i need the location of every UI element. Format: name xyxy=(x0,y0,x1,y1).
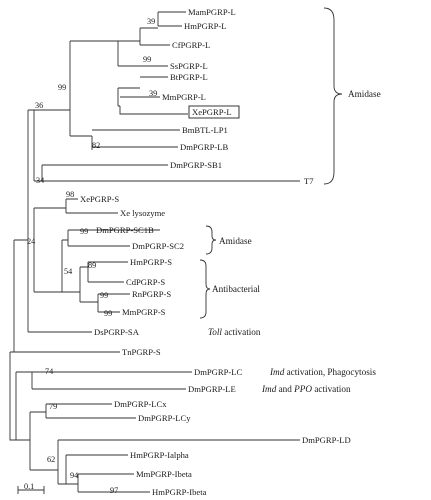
branch-sc xyxy=(67,229,160,247)
branch-upper-clade xyxy=(27,109,80,333)
branch-t7 xyxy=(41,165,300,182)
branch-89 xyxy=(79,266,98,303)
annotations: Amidase Amidase Antibacterial Toll activ… xyxy=(199,7,381,394)
leaf-dm-pgrp-le: DmPGRP-LE xyxy=(188,384,236,394)
leaf-t7: T7 xyxy=(304,176,314,186)
bootstrap-36: 36 xyxy=(35,101,43,110)
bootstrap-99-rn: 99 xyxy=(100,291,108,300)
amidase-top-brace xyxy=(323,7,343,185)
leaf-hm-pgrp-ialpha: HmPGRP-Ialpha xyxy=(130,450,189,460)
leaf-ds-pgrp-sa: DsPGRP-SA xyxy=(94,327,140,337)
toll-text: Toll xyxy=(208,327,222,337)
xe-pgrp-l-highlight-box xyxy=(188,105,240,119)
bootstrap-98: 98 xyxy=(66,190,74,199)
leaf-bm-btl-lp1: BmBTL-LP1 xyxy=(182,125,228,135)
branch-79 xyxy=(29,411,46,470)
amidase-top-label: Amidase xyxy=(348,89,381,99)
bootstrap-54: 54 xyxy=(64,267,72,276)
scale-bar-label: 0.1 xyxy=(24,482,34,491)
leaf-xe-pgrp-l: XePGRP-L xyxy=(192,107,232,117)
branch-lower-clade xyxy=(9,352,16,441)
branch-99-rn-mm xyxy=(97,293,130,313)
branch-lcx-lcy xyxy=(45,403,136,419)
bootstrap-values: 39 99 39 99 36 82 34 98 99 24 89 54 99 9… xyxy=(27,17,157,495)
imd-phagocytosis-label: Imd activation, Phagocytosis xyxy=(269,367,376,377)
branch-39-mam xyxy=(157,11,186,27)
leaf-dm-pgrp-sb1: DmPGRP-SB1 xyxy=(170,160,222,170)
toll-activation-label: Toll activation xyxy=(208,327,261,337)
bootstrap-94: 94 xyxy=(70,471,78,480)
branch-hm-cd xyxy=(87,261,128,283)
antibacterial-brace xyxy=(199,259,211,319)
leaf-rn-pgrp-s: RnPGRP-S xyxy=(132,289,171,299)
bootstrap-99-ss: 99 xyxy=(143,55,151,64)
leaf-cf-pgrp-l: CfPGRP-L xyxy=(172,40,210,50)
branch-54 xyxy=(61,239,80,293)
branch-62 xyxy=(30,439,300,485)
branch-97 xyxy=(77,473,150,493)
bootstrap-74: 74 xyxy=(45,367,53,376)
imd-text: Imd xyxy=(269,367,285,377)
branch-82 xyxy=(91,129,180,150)
scale-bar: 0.1 xyxy=(17,482,45,494)
leaf-dm-pgrp-sc2: DmPGRP-SC2 xyxy=(132,241,184,251)
branch-99-amidase-top xyxy=(69,40,118,137)
bootstrap-97: 97 xyxy=(110,486,118,495)
leaf-dm-pgrp-ld: DmPGRP-LD xyxy=(302,435,351,445)
leaf-hm-pgrp-l: HmPGRP-L xyxy=(184,21,227,31)
ppo-activation-text: activation xyxy=(312,384,351,394)
branch-36 xyxy=(33,109,70,182)
leaf-mam-pgrp-l: MamPGRP-L xyxy=(188,7,236,17)
leaf-dm-pgrp-lb: DmPGRP-LB xyxy=(180,142,228,152)
ppo-text: PPO xyxy=(293,384,312,394)
bootstrap-34: 34 xyxy=(36,176,44,185)
branch-99-ss xyxy=(117,40,140,67)
bootstrap-39-mam: 39 xyxy=(147,17,155,26)
leaf-dm-pgrp-lcx: DmPGRP-LCx xyxy=(114,399,167,409)
branch-24 xyxy=(33,207,66,293)
amidase-mid-brace xyxy=(205,225,217,255)
bootstrap-79: 79 xyxy=(49,402,57,411)
imd-ppo-label: Imd and PPO activation xyxy=(261,384,351,394)
bootstrap-99-sc: 99 xyxy=(80,227,88,236)
bootstrap-99-mm: 99 xyxy=(104,309,112,318)
imd-text-2: Imd xyxy=(261,384,277,394)
bootstrap-82: 82 xyxy=(92,141,100,150)
bootstrap-89: 89 xyxy=(88,261,96,270)
scale-bar-line xyxy=(17,486,45,494)
leaf-mm-pgrp-l: MmPGRP-L xyxy=(162,92,206,102)
leaf-cd-pgrp-s: CdPGRP-S xyxy=(126,277,165,287)
leaf-dm-pgrp-lc: DmPGRP-LC xyxy=(194,367,242,377)
bootstrap-62: 62 xyxy=(47,455,55,464)
leaf-ss-pgrp-l: SsPGRP-L xyxy=(170,61,208,71)
leaf-mm-pgrp-ibeta: MmPGRP-Ibeta xyxy=(136,469,192,479)
branch-xe-l-leaf xyxy=(119,106,188,115)
leaf-mm-pgrp-s: MmPGRP-S xyxy=(122,307,166,317)
toll-activation-text: activation xyxy=(222,327,261,337)
leaf-hm-pgrp-s: HmPGRP-S xyxy=(130,257,172,267)
branch-lc-le xyxy=(31,371,192,390)
bootstrap-99-amidase: 99 xyxy=(58,83,66,92)
tree-branches xyxy=(9,11,300,493)
leaf-tn-pgrp-s: TnPGRP-S xyxy=(122,347,161,357)
antibacterial-label: Antibacterial xyxy=(212,284,260,294)
root-stem xyxy=(10,239,28,353)
leaf-dm-pgrp-sc1b: DmPGRP-SC1B xyxy=(96,225,154,235)
bootstrap-39-mm: 39 xyxy=(149,89,157,98)
and-text: and xyxy=(276,384,294,394)
branch-98 xyxy=(65,198,118,214)
leaf-dm-pgrp-lcy: DmPGRP-LCy xyxy=(138,413,191,423)
branch-39-cf xyxy=(139,27,170,46)
leaf-xe-pgrp-s: XePGRP-S xyxy=(80,194,119,204)
leaf-xe-lysozyme: Xe lysozyme xyxy=(120,208,165,218)
leaf-bt-pgrp-l: BtPGRP-L xyxy=(170,72,208,82)
leaf-labels: MamPGRP-L HmPGRP-L CfPGRP-L SsPGRP-L BtP… xyxy=(80,7,351,497)
amidase-mid-label: Amidase xyxy=(219,236,252,246)
branch-74 xyxy=(15,371,32,441)
branch-94 xyxy=(65,454,128,485)
imd-phagocytosis-text: activation, Phagocytosis xyxy=(284,367,376,377)
leaf-hm-pgrp-ibeta: HmPGRP-Ibeta xyxy=(152,487,207,497)
bootstrap-24: 24 xyxy=(27,237,35,246)
